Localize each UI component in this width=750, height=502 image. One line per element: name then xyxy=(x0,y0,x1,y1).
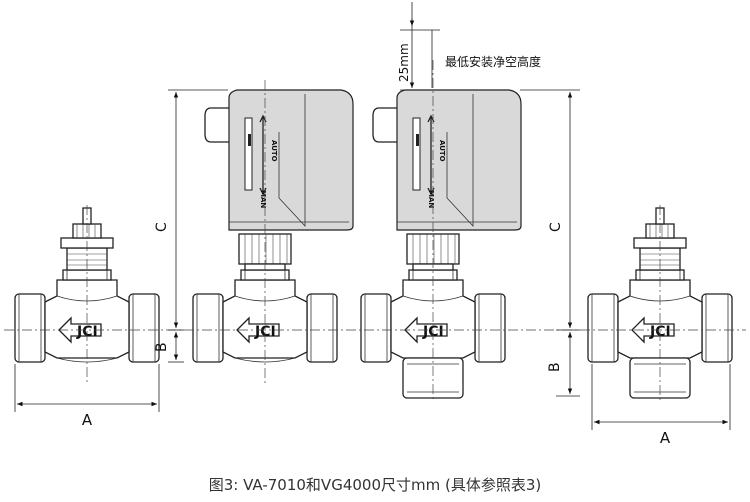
auto-label-right: AUTO xyxy=(438,140,446,162)
dim-c-right: C xyxy=(548,222,564,232)
dim-b-left: B xyxy=(154,342,170,352)
auto-label-left: AUTO xyxy=(270,140,278,162)
clearance-value: 25mm xyxy=(397,43,411,82)
dim-a-right: A xyxy=(660,429,671,447)
clearance-note: 最低安装净空高度 xyxy=(445,54,541,69)
dim-b-right: B xyxy=(547,362,563,372)
figure-caption: 图3: VA-7010和VG4000尺寸mm (具体参照表3) xyxy=(208,476,542,494)
dim-c-left: C xyxy=(154,222,170,232)
dim-a-left: A xyxy=(82,411,93,429)
valve-3way-actuator xyxy=(360,89,522,399)
valve-2way-actuator xyxy=(192,89,354,363)
man-label-left: MAN xyxy=(259,190,267,208)
man-label-right: MAN xyxy=(427,190,435,208)
